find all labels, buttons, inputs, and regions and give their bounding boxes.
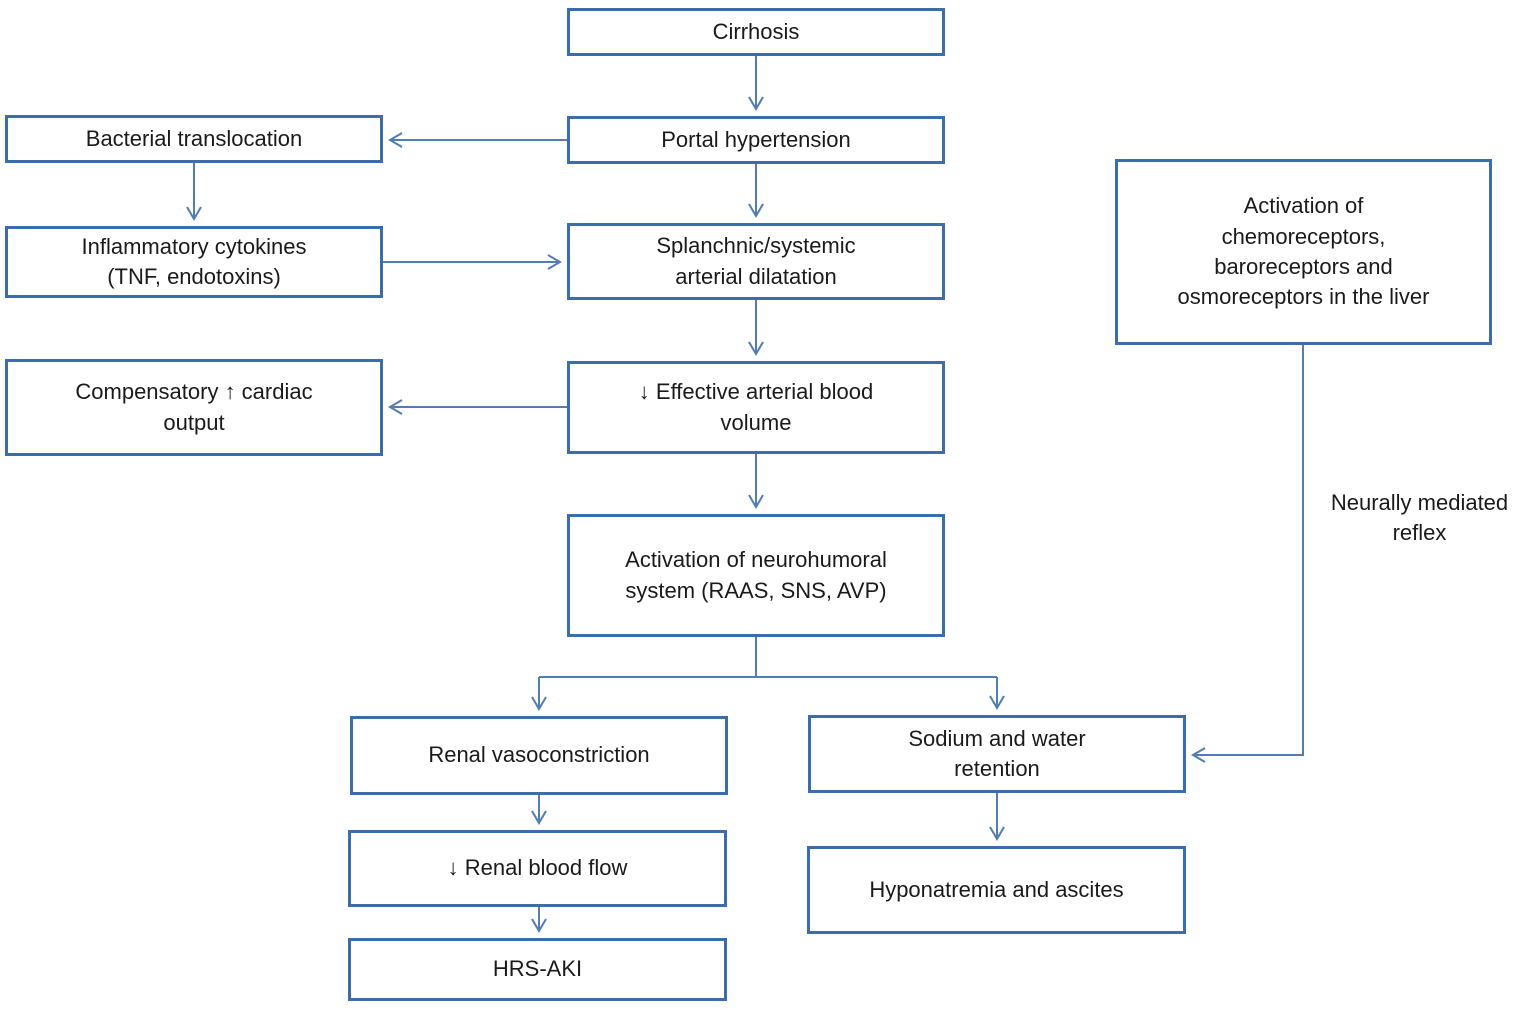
node-neurohumoral-activation-label: Activation of neurohumoral system (RAAS,…	[625, 547, 887, 603]
node-sodium-water-retention: Sodium and water retention	[808, 715, 1186, 793]
node-cirrhosis: Cirrhosis	[567, 8, 945, 56]
node-effective-arterial-blood-volume-label: ↓ Effective arterial blood volume	[638, 379, 874, 435]
node-renal-vasoconstriction-label: Renal vasoconstriction	[428, 742, 650, 768]
node-hrs-aki-label: HRS-AKI	[492, 956, 583, 982]
node-portal-hypertension: Portal hypertension	[567, 116, 945, 164]
node-inflammatory-cytokines: Inflammatory cytokines (TNF, endotoxins)	[5, 226, 383, 298]
node-hyponatremia-ascites-label: Hyponatremia and ascites	[869, 876, 1124, 902]
node-hrs-aki: HRS-AKI	[348, 938, 727, 1001]
node-hyponatremia-ascites: Hyponatremia and ascites	[807, 846, 1186, 934]
node-renal-blood-flow: ↓ Renal blood flow	[348, 830, 727, 907]
node-cirrhosis-label: Cirrhosis	[712, 18, 800, 44]
label-neurally-mediated-reflex: Neurally mediated reflex	[1330, 490, 1509, 546]
node-bacterial-translocation: Bacterial translocation	[5, 115, 383, 163]
node-compensatory-cardiac-output: Compensatory ↑ cardiac output	[5, 359, 383, 456]
node-splanchnic-dilatation: Splanchnic/systemic arterial dilatation	[567, 223, 945, 300]
node-compensatory-cardiac-output-label: Compensatory ↑ cardiac output	[75, 379, 313, 435]
edge-neurohumoral-branch-stem	[539, 637, 997, 678]
node-renal-vasoconstriction: Renal vasoconstriction	[350, 716, 728, 795]
node-renal-blood-flow-label: ↓ Renal blood flow	[447, 855, 628, 881]
node-portal-hypertension-label: Portal hypertension	[661, 126, 851, 152]
edge-chemo-sodium-neural-reflex	[1191, 345, 1304, 763]
node-chemoreceptor-activation-label: Activation of chemoreceptors, barorecept…	[1177, 193, 1430, 310]
node-inflammatory-cytokines-label: Inflammatory cytokines (TNF, endotoxins)	[81, 233, 307, 289]
node-chemoreceptor-activation: Activation of chemoreceptors, barorecept…	[1115, 159, 1492, 345]
node-splanchnic-dilatation-label: Splanchnic/systemic arterial dilatation	[656, 233, 856, 289]
node-bacterial-translocation-label: Bacterial translocation	[85, 125, 303, 151]
node-sodium-water-retention-label: Sodium and water retention	[908, 725, 1086, 781]
node-effective-arterial-blood-volume: ↓ Effective arterial blood volume	[567, 361, 945, 454]
node-neurohumoral-activation: Activation of neurohumoral system (RAAS,…	[567, 514, 945, 637]
